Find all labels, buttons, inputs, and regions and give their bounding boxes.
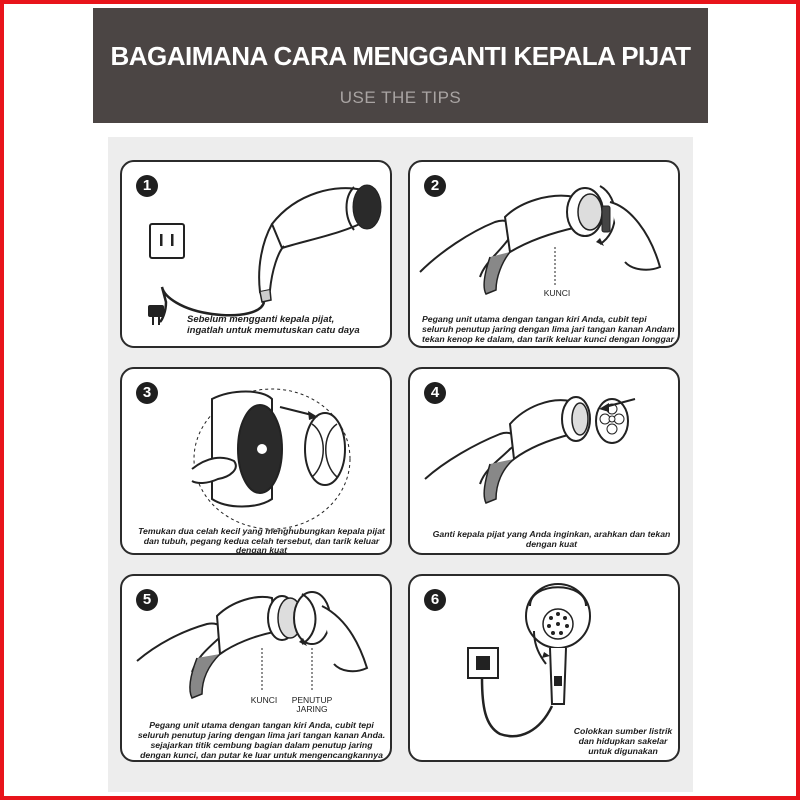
step-panel-4: 4 Ganti kepala pijat yang Anda inginkan,… (408, 367, 680, 555)
caption-line: Ganti kepala pijat yang Anda inginkan, a… (432, 529, 671, 539)
caption-line: ingatlah untuk memutuskan catu daya (187, 325, 360, 336)
twist-lock-icon (136, 591, 369, 699)
caption-line: dengan kunci, dan putar ke luar untuk me… (140, 750, 383, 760)
caption-line: Colokkan sumber listrik (573, 726, 673, 736)
label-line: PENUTUP (291, 695, 333, 705)
kunci-label: KUNCI (250, 695, 278, 705)
caption-line: Temukan dua celah kecil yang menghubungk… (138, 526, 385, 536)
caption-line: Pegang unit utama dengan tangan kiri And… (422, 314, 647, 324)
step-panel-6: 6 Colokkan sumber listrik dan hidupkan s… (408, 574, 680, 762)
step-number: 5 (136, 589, 158, 611)
kunci-label: KUNCI (543, 288, 571, 298)
plug-and-outlet-icon (148, 184, 382, 325)
step-caption: Pegang unit utama dengan tangan kiri And… (422, 314, 677, 344)
caption-line: seluruh penutup jaring dengan lima jari … (422, 324, 675, 334)
step-caption: Temukan dua celah kecil yang menghubungk… (134, 526, 389, 555)
step-number: 6 (424, 589, 446, 611)
caption-line: untuk digunakan (588, 746, 658, 756)
caption-line: Sebelum mengganti kepala pijat, (187, 314, 335, 325)
header-banner: BAGAIMANA CARA MENGGANTI KEPALA PIJAT US… (93, 8, 708, 123)
page-title: BAGAIMANA CARA MENGGANTI KEPALA PIJAT (110, 41, 691, 71)
attach-head-icon (424, 396, 636, 504)
step-number: 4 (424, 382, 446, 404)
caption-line: dengan kuat (525, 539, 578, 549)
step-panel-1: 1 Sebelum mengganti kepala pijat, ingatl… (120, 160, 392, 348)
step-caption: Ganti kepala pijat yang Anda inginkan, a… (424, 529, 678, 549)
caption-line: tekan kenop ke dalam, dan tarik keluar k… (422, 334, 675, 344)
step-panel-2: 2 KUNCI Pegang unit utama dengan tangan … (408, 160, 680, 348)
caption-line: seluruh penutup jaring dengan lima jari … (137, 730, 386, 740)
plug-in-icon (467, 583, 591, 738)
step-number: 2 (424, 175, 446, 197)
step-panel-3: 3 Temukan dua celah kecil yang menghubun… (120, 367, 392, 555)
label-line: JARING (296, 704, 328, 714)
caption-line: sejajarkan titik cembung bagian dalam pe… (150, 740, 373, 750)
caption-line: Pegang unit utama dengan tangan kiri And… (149, 720, 374, 730)
step-number: 3 (136, 382, 158, 404)
step-caption: Colokkan sumber listrik dan hidupkan sak… (568, 726, 678, 756)
hand-holding-massager-icon (419, 185, 662, 295)
step-caption: Sebelum mengganti kepala pijat, ingatlah… (187, 314, 387, 336)
page-subtitle: USE THE TIPS (339, 88, 462, 107)
caption-line: dengan kuat (235, 545, 288, 555)
step-number: 1 (136, 175, 158, 197)
step-panel-5: 5 KUNCI PENUTUP JARING Pegang unit utama… (120, 574, 392, 762)
caption-line: dan tubuh, pegang kedua celah tersebut, … (143, 535, 380, 546)
separate-head-icon (191, 388, 351, 530)
penutup-label: PENUTUP JARING (290, 696, 334, 714)
caption-line: dan hidupkan sakelar (578, 736, 668, 746)
step-caption: Pegang unit utama dengan tangan kiri And… (134, 720, 389, 760)
